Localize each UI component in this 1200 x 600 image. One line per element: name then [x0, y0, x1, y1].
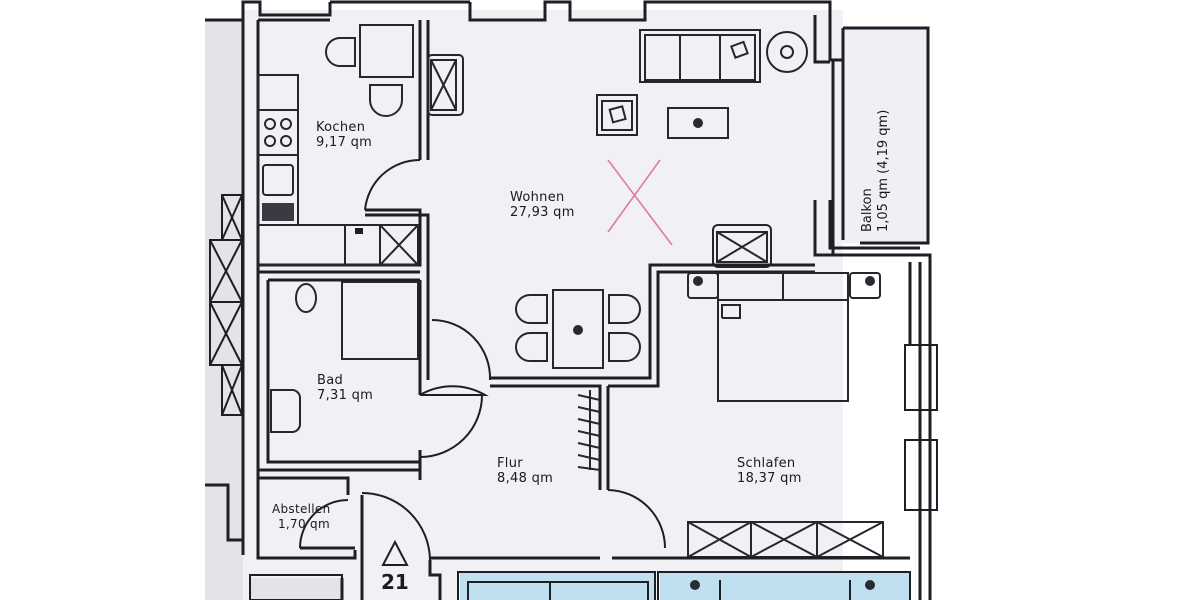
room-name: Bad [317, 373, 344, 388]
room-area: 1,05 qm (4,19 qm) [876, 109, 891, 232]
neighbor-bottom-outlines [457, 571, 911, 600]
room-label-schlafen: Schlafen 18,37 qm [737, 456, 802, 486]
room-label-bad: Bad 7,31 qm [317, 373, 373, 403]
storage-and-entrance [249, 476, 600, 600]
room-area: 18,37 qm [737, 471, 802, 486]
room-name: Schlafen [737, 456, 796, 471]
neighbor-unit-left [205, 20, 243, 600]
room-name: Kochen [316, 120, 366, 135]
room-label-flur: Flur 8,48 qm [497, 456, 553, 486]
kitchen-table [325, 24, 414, 117]
living-room-furniture [427, 29, 808, 268]
neighbor-unit-bottom-left [250, 578, 342, 600]
outer-walls [205, 0, 932, 600]
dining-table [515, 289, 641, 369]
bathroom [256, 272, 492, 472]
bedroom [612, 272, 910, 560]
room-name: Abstellen [272, 502, 331, 516]
room-area: 8,48 qm [497, 471, 554, 486]
unit-number: 21 [381, 570, 409, 594]
neighbor-unit-bottom-1 [460, 572, 655, 600]
room-name: Balkon [860, 188, 875, 232]
balcony-floor [843, 28, 928, 243]
room-name: Flur [497, 456, 523, 471]
window-right [904, 344, 938, 511]
room-area: 27,93 qm [510, 205, 575, 220]
room-name: Wohnen [510, 190, 565, 205]
room-area: 1,70 qm [278, 517, 330, 531]
coat-rack [577, 390, 601, 471]
pink-x-mark [607, 159, 673, 246]
room-label-kochen: Kochen 9,17 qm [316, 120, 372, 150]
room-label-balkon-area: 1,05 qm (4,19 qm) [876, 110, 891, 232]
room-area: 7,31 qm [317, 388, 374, 403]
room-label-abstellen: Abstellen 1,70 qm [272, 502, 331, 532]
room-label-balkon: Balkon [860, 188, 875, 232]
room-label-wohnen: Wohnen 27,93 qm [510, 190, 575, 220]
kitchen-counter [257, 74, 419, 266]
room-area: 9,17 qm [316, 135, 373, 150]
apartment-floor [243, 10, 843, 600]
window-left [209, 194, 243, 416]
